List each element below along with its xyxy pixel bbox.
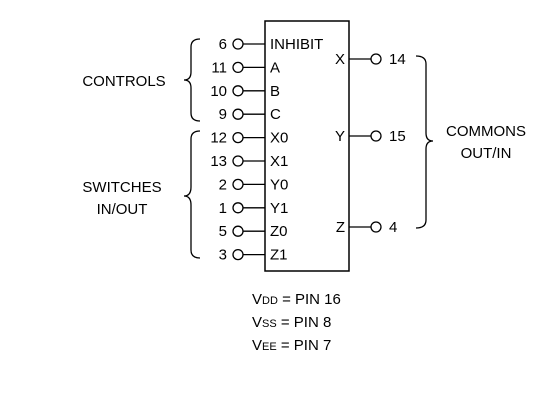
chip-body [264, 20, 350, 272]
pin-name-b: B [270, 83, 280, 100]
switches-label-line1: SWITCHES [82, 179, 161, 196]
pin-name-x1: X1 [270, 153, 288, 170]
pin-circle-a [232, 61, 244, 74]
pin-number-x: 14 [389, 51, 406, 68]
pin-name-x0: X0 [270, 130, 288, 147]
pin-circle-y1 [232, 202, 244, 214]
pin-circle-c [232, 108, 244, 120]
pin-circle-inhibit [232, 38, 244, 50]
supply-vss: VSS = PIN 8 [252, 314, 332, 331]
pin-name-inhibit: INHIBIT [270, 36, 323, 53]
pin-circle-z [370, 221, 382, 233]
pin-name-y: Y [335, 128, 345, 145]
supply-vdd: VDD = PIN 16 [252, 291, 341, 308]
switches-brace [183, 130, 201, 259]
pin-name-y1: Y1 [270, 200, 288, 217]
pin-name-z: Z [336, 219, 345, 236]
pin-circle-y [370, 130, 382, 142]
pin-name-c: C [270, 106, 281, 123]
pin-number-c: 9 [219, 106, 227, 123]
left-pins: 6 INHIBIT 11 A 10 B 9 C 12 X0 13 X1 2 Y0 1 Y1 5 Z0 3 Z1 [210, 36, 323, 264]
pin-number-y: 15 [389, 128, 406, 145]
controls-brace [183, 38, 201, 122]
pin-number-a: 11 [211, 59, 227, 76]
pin-number-z1: 3 [219, 247, 227, 264]
pin-number-inhibit: 6 [219, 36, 227, 53]
pin-number-y0: 2 [219, 176, 227, 193]
pin-number-y1: 1 [219, 200, 227, 217]
switches-label-line2: IN/OUT [97, 201, 148, 218]
pin-name-z1: Z1 [270, 247, 288, 264]
pin-number-x0: 12 [210, 130, 227, 147]
pin-number-x1: 13 [210, 153, 227, 170]
commons-brace [415, 55, 434, 229]
pin-number-b: 10 [210, 83, 227, 100]
supply-pins: VDD = PIN 16 VSS = PIN 8 VEE = PIN 7 [252, 289, 341, 358]
commons-label-line1: COMMONS [446, 123, 526, 140]
pin-circle-y0 [232, 178, 244, 191]
pin-name-y0: Y0 [270, 176, 288, 193]
pin-circle-b [232, 85, 244, 97]
pin-number-z: 4 [389, 219, 397, 236]
pin-circle-x1 [232, 155, 244, 167]
controls-label: CONTROLS [82, 73, 165, 90]
commons-label-line2: OUT/IN [461, 145, 512, 162]
pin-circle-x [370, 53, 382, 65]
pin-name-x: X [335, 51, 345, 68]
pin-circle-x0 [232, 131, 244, 144]
right-pins: X 14Y 15Z 4 [335, 51, 406, 236]
pin-name-z0: Z0 [270, 223, 288, 240]
pin-circle-z1 [232, 248, 244, 261]
pin-number-z0: 5 [219, 223, 227, 240]
pin-circle-z0 [232, 225, 244, 237]
pin-name-a: A [270, 59, 280, 76]
supply-vee: VEE = PIN 7 [252, 337, 332, 354]
